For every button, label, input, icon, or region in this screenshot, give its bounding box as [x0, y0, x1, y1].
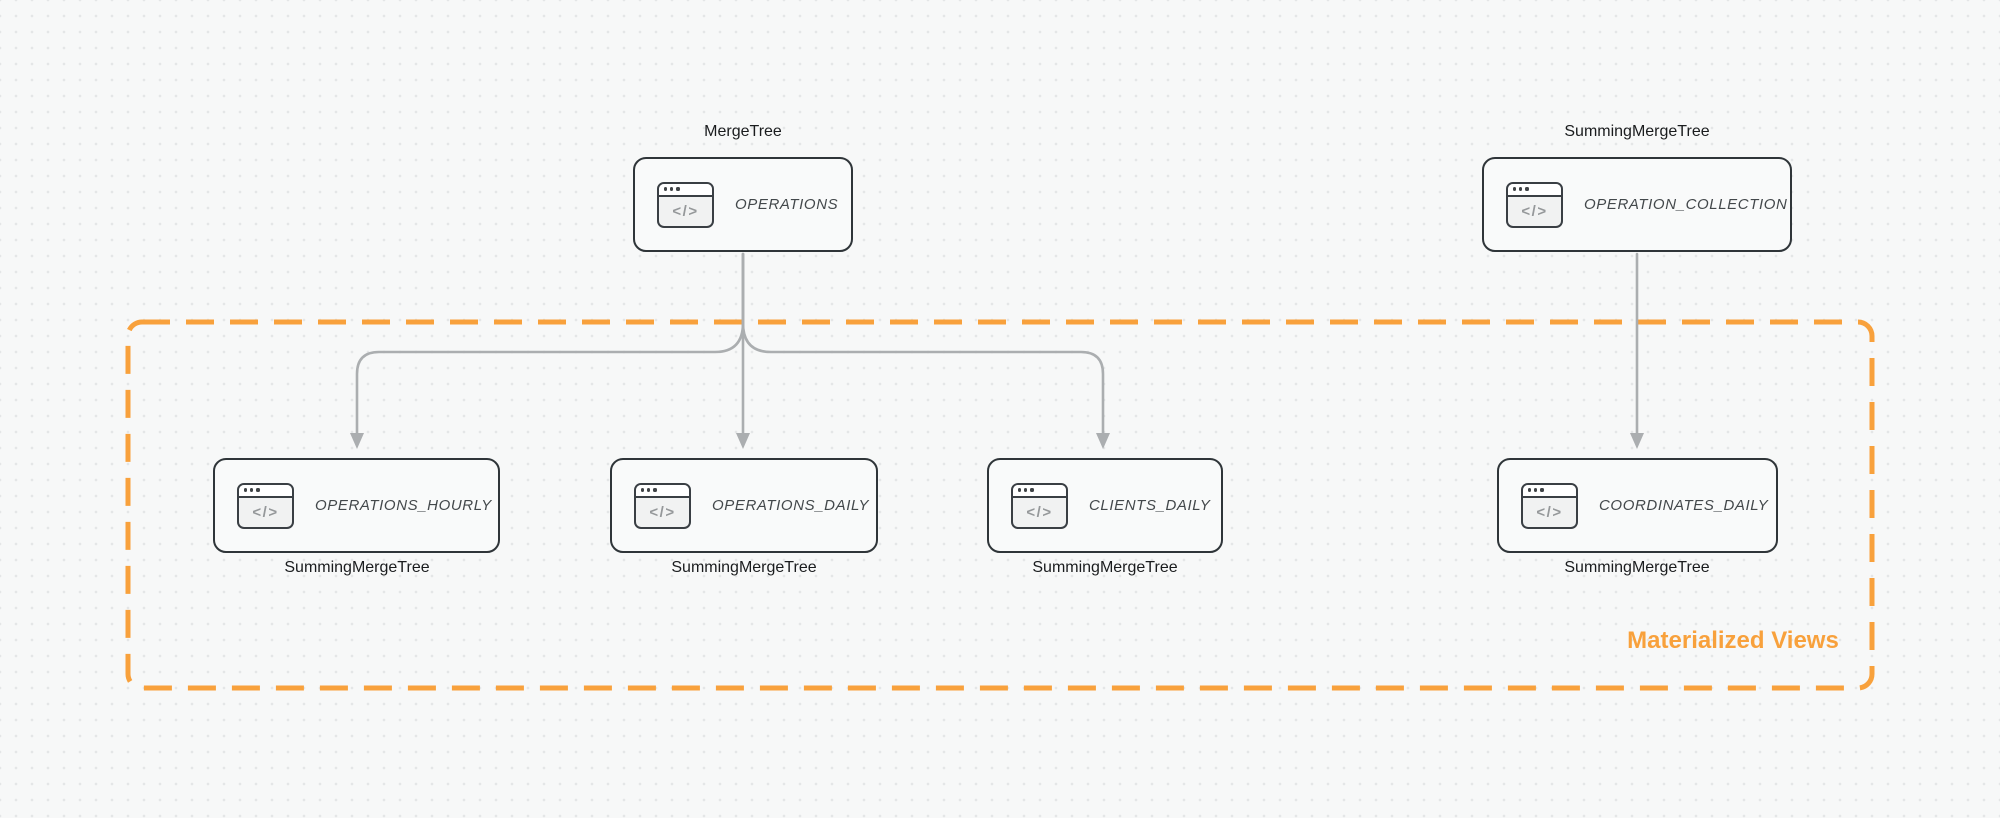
window-dots-icon: [1523, 484, 1576, 498]
code-brackets-icon: </>: [1026, 503, 1053, 521]
node-operations-daily[interactable]: </> OPERATIONS_DAILY: [610, 458, 878, 553]
edge-operations-to-clients-daily: [741, 252, 1105, 436]
window-dots-icon: [239, 484, 292, 498]
materialized-views-boundary: [125, 319, 1875, 691]
code-window-icon: </>: [1011, 482, 1068, 529]
node-operation-collection[interactable]: </> OPERATION_COLLECTION: [1482, 157, 1792, 252]
code-window-icon: </>: [1521, 482, 1578, 529]
arrowhead-icon: [1096, 433, 1110, 449]
node-title: CLIENTS_DAILY: [1089, 497, 1211, 514]
window-dots-icon: [1013, 484, 1066, 498]
node-title: OPERATIONS_DAILY: [712, 497, 870, 514]
arrowhead-icon: [736, 433, 750, 449]
node-title: OPERATION_COLLECTION: [1584, 196, 1788, 213]
edge-operations-to-operations-hourly: [355, 252, 745, 436]
code-brackets-icon: </>: [1521, 202, 1548, 220]
materialized-views-label: Materialized Views: [1627, 627, 1839, 654]
arrowhead-icon: [1630, 433, 1644, 449]
code-brackets-icon: </>: [1536, 503, 1563, 521]
code-window-icon: </>: [237, 482, 294, 529]
code-brackets-icon: </>: [649, 503, 676, 521]
window-dots-icon: [636, 484, 689, 498]
engine-label-operations: MergeTree: [704, 123, 782, 140]
code-brackets-icon: </>: [252, 503, 279, 521]
node-title: COORDINATES_DAILY: [1599, 497, 1769, 514]
engine-label-operations-hourly: SummingMergeTree: [284, 559, 430, 576]
code-brackets-icon: </>: [672, 202, 699, 220]
window-dots-icon: [659, 183, 712, 197]
node-operations-hourly[interactable]: </> OPERATIONS_HOURLY: [213, 458, 500, 553]
node-operations[interactable]: </> OPERATIONS: [633, 157, 853, 252]
arrowhead-icon: [350, 433, 364, 449]
node-title: OPERATIONS_HOURLY: [315, 497, 492, 514]
engine-label-operation-collection: SummingMergeTree: [1564, 123, 1710, 140]
engine-label-clients-daily: SummingMergeTree: [1032, 559, 1178, 576]
engine-label-coordinates-daily: SummingMergeTree: [1564, 559, 1710, 576]
engine-label-operations-daily: SummingMergeTree: [671, 559, 817, 576]
node-clients-daily[interactable]: </> CLIENTS_DAILY: [987, 458, 1223, 553]
code-window-icon: </>: [634, 482, 691, 529]
window-dots-icon: [1508, 183, 1561, 197]
code-window-icon: </>: [657, 181, 714, 228]
node-coordinates-daily[interactable]: </> COORDINATES_DAILY: [1497, 458, 1778, 553]
node-title: OPERATIONS: [735, 196, 839, 213]
code-window-icon: </>: [1506, 181, 1563, 228]
